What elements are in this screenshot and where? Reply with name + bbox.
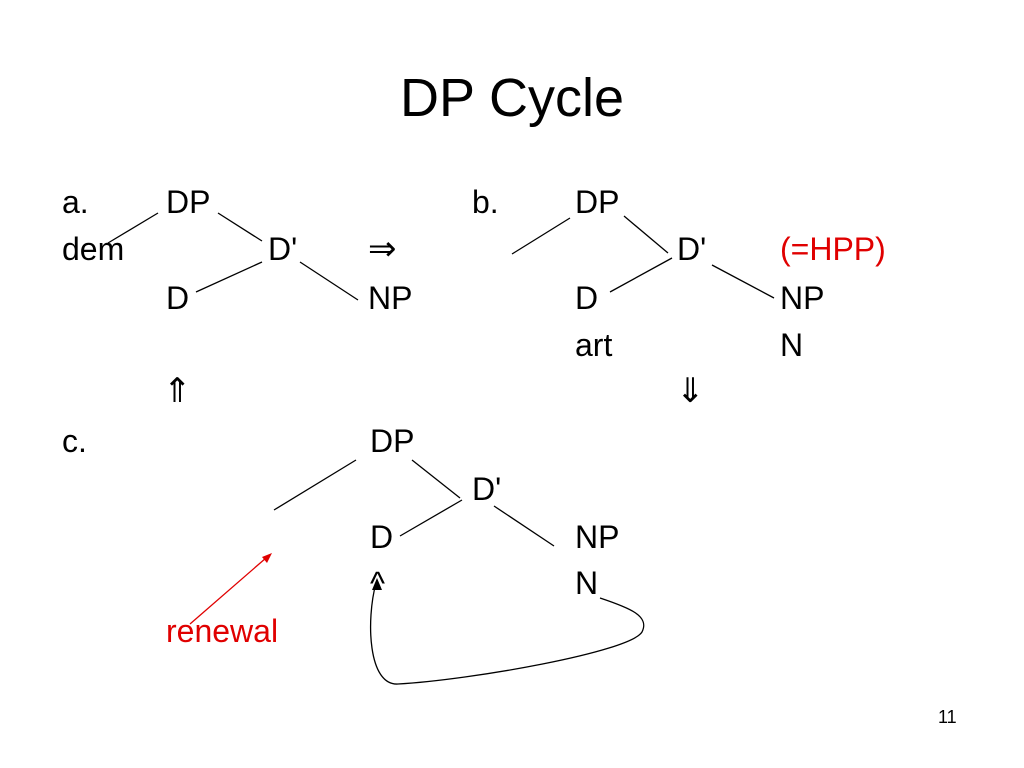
tree-c-label: c. xyxy=(62,423,87,459)
slide-title: DP Cycle xyxy=(399,68,625,128)
tree-a-dem: dem xyxy=(62,231,125,267)
branch-a-dp-dbar xyxy=(217,212,263,242)
tree-b-label: b. xyxy=(472,184,499,220)
renewal-label: renewal xyxy=(166,613,279,649)
tree-b-d: D xyxy=(575,280,599,316)
tree-b-art: art xyxy=(575,327,613,363)
tree-c-d: D xyxy=(370,519,394,555)
tree-a-d: D xyxy=(166,280,190,316)
tree-c-n: N xyxy=(575,565,599,601)
branch-b-dbar-np xyxy=(711,264,775,299)
branch-c-dp-dbar xyxy=(411,459,461,499)
branch-c-dbar-d xyxy=(399,499,463,537)
tree-b-np: NP xyxy=(780,280,825,316)
renewal-arrowhead xyxy=(262,553,272,563)
tree-b-dp: DP xyxy=(575,184,620,220)
branch-a-dbar-d xyxy=(195,261,263,293)
tree-b-hpp: (=HPP) xyxy=(780,231,886,267)
branch-a-dbar-np xyxy=(299,261,359,301)
tree-a-np: NP xyxy=(368,280,413,316)
renewal-arrow-line xyxy=(189,557,267,625)
arrow-a-to-b-icon: ⇒ xyxy=(368,230,397,268)
branch-b-dbar-d xyxy=(609,257,673,293)
branch-b-dp-spec xyxy=(511,217,571,255)
tree-c-dp: DP xyxy=(370,423,415,459)
arrow-b-to-c-icon: ⇓ xyxy=(676,372,705,410)
branch-c-dbar-np xyxy=(493,505,555,547)
tree-b-n: N xyxy=(780,327,804,363)
tree-c-caret: ^ xyxy=(370,565,386,601)
branch-a-dp-dem xyxy=(107,212,159,244)
tree-c-np: NP xyxy=(575,519,620,555)
cycle-curve xyxy=(369,582,645,685)
cycle-arrowhead xyxy=(372,578,382,590)
tree-b-dbar: D' xyxy=(677,231,707,267)
page-number: 11 xyxy=(938,707,957,727)
tree-a-dp: DP xyxy=(166,184,211,220)
tree-a-dbar: D' xyxy=(268,231,298,267)
tree-c-dbar: D' xyxy=(472,471,502,507)
arrow-c-to-a-icon: ⇑ xyxy=(163,372,192,410)
tree-a-label: a. xyxy=(62,184,89,220)
branch-c-dp-spec xyxy=(273,459,357,511)
branch-b-dp-dbar xyxy=(623,215,669,254)
